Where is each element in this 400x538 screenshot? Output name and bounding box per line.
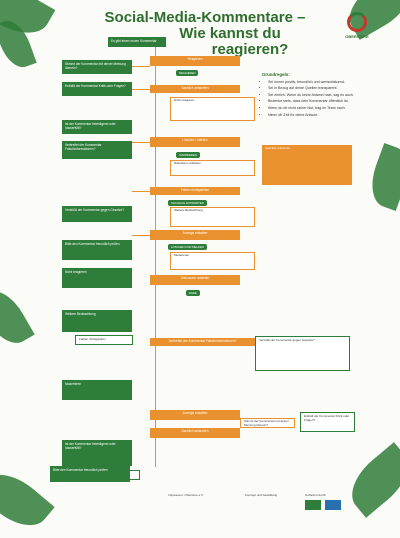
rules-banner: Sachlich antworten [262,145,352,185]
leaf-decoration [340,442,400,518]
info-text-5: Fakten richtigstellen [79,337,106,341]
question-text-9: Moderieren [65,382,82,386]
question-node-4: Verbreitet der Kommentar Falschinformati… [62,141,132,159]
connector-line [132,89,150,90]
info-text-4: Moderieren [174,253,190,257]
leaf-decoration [363,142,400,212]
info-box-8: Enthält der Kommentar Kritik oder Fragen… [300,412,355,432]
decision-yes-8: Anzeige erstatten [182,411,208,415]
decision-yes-7: Verbreitet der Kommentar Falschinformati… [168,339,237,343]
question-node-8: Weitere Beobachtung [62,310,132,332]
question-node-10: Ist der Kommentar beleidigend oder hasse… [62,440,132,466]
question-text-2: Enthält der Kommentar Kritik oder Fragen… [65,84,126,88]
leaf-decoration [0,282,35,352]
rules-title: Grundregeln: [262,72,290,77]
info-box-3: Weitere Beobachtung [170,207,255,227]
info-box-1: Nicht reagieren [170,97,255,121]
info-box-6: Verstößt der Kommentar gegen Gesetze? [255,336,350,371]
question-text-10: Ist der Kommentar beleidigend oder hasse… [65,442,116,450]
connector-line [240,342,255,343]
decision-yes-2: Sachlich antworten [181,86,209,90]
page-title: Social-Media-Kommentare – Wie kannst du … [100,10,310,58]
start-label: Es gibt einen neuen Kommentar [111,39,157,43]
decision-node-6: Diskussion anbieten [150,275,240,285]
info-text-8: Enthält der Kommentar Kritik oder Fragen… [304,414,350,422]
rule-item: Bedenke stets, dass dein Kommentar öffen… [268,99,374,104]
decision-node-7: Verbreitet der Kommentar Falschinformati… [150,338,255,346]
info-text-6: Verstößt der Kommentar gegen Gesetze? [259,338,315,342]
decision-node-3: Löschen / melden [150,137,240,147]
label-loeschen: LÖSCHEN UND MELDEN [168,244,207,250]
question-node-3: Ist der Kommentar beleidigend oder hasse… [62,120,132,134]
decision-yes-1: Reagieren [187,57,203,61]
rule-item: Nimm dir Zeit für deine Antwort. [268,113,374,118]
question-text-5: Verstößt der Kommentar gegen Gesetze? [65,208,124,212]
connector-line [132,66,150,67]
decision-yes-3: Löschen / melden [182,138,208,142]
title-line-1: Social-Media-Kommentare – [104,9,306,26]
sponsor-logo [305,500,321,510]
leaf-decoration [0,462,55,538]
info-text-1: Nicht reagieren [174,98,195,102]
rule-item: Sei in Bezug auf deine Quellen transpare… [268,86,374,91]
decision-node-2: Sachlich antworten [150,85,240,93]
question-text-7: Nicht reagieren [65,270,87,274]
rules-list: Sei immer positiv, freundlich und wertsc… [262,80,374,118]
info-box-5: Fakten richtigstellen [75,335,133,345]
start-node: Es gibt einen neuen Kommentar [108,37,166,47]
info-box-4: Moderieren [170,252,255,270]
footer-col-3: Gefördert durch [305,493,327,497]
info-box-7: Stimmt der Kommentar mit deiner Meinung … [240,418,295,428]
connector-line [132,191,150,192]
label-ende: ENDE [186,290,200,296]
question-text-1: Stimmt der Kommentar mit deiner Meinung … [65,62,126,70]
decision-node-1: Reagieren [150,56,240,66]
question-node-1: Stimmt der Kommentar mit deiner Meinung … [62,60,132,74]
question-node-9: Moderieren [62,380,132,400]
question-node-7: Nicht reagieren [62,268,132,288]
question-text-11: Bitte den Kommentar freundlich prüfen [53,468,108,472]
question-node-6: Bitte den Kommentar freundlich prüfen [62,240,132,260]
rule-item: Sei immer positiv, freundlich und wertsc… [268,80,374,85]
label-sachlich: SACHLICH ANTWORTEN [168,200,207,206]
footer-col-1: Impressum: Oberviere e.V. [168,493,204,497]
rule-item: Wenn du dir nicht sicher bist, frag im T… [268,106,374,111]
footer-col-2: Konzept und Gestaltung [245,493,278,497]
question-text-6: Bitte den Kommentar freundlich prüfen [65,242,120,246]
logo-icon [347,12,367,32]
rules-banner-text: Sachlich antworten [265,146,291,150]
rule-item: Sei ehrlich: Wenn du keine Antwort hast,… [268,93,374,98]
logo-text: OBERVIERE [345,34,369,39]
question-text-4: Verbreitet der Kommentar Falschinformati… [65,143,102,151]
decision-yes-9: Sachlich antworten [181,429,209,433]
decision-yes-4: Fakten richtigstellen [180,188,210,192]
flow-line-main [155,47,156,467]
decision-node-8: Anzeige erstatten [150,410,240,420]
info-text-3: Weitere Beobachtung [174,208,203,212]
info-box-2: Diskussion anbieten [170,160,255,176]
decision-yes-6: Diskussion anbieten [180,276,210,280]
label-ignorieren: IGNORIEREN [176,152,200,158]
title-line-2: Wie kannst du [179,25,281,42]
title-line-3: reagieren? [211,41,289,58]
question-node-11: Bitte den Kommentar freundlich prüfen [50,466,130,482]
decision-node-4: Fakten richtigstellen [150,187,240,195]
info-text-7: Stimmt der Kommentar mit deiner Meinung … [244,419,289,427]
question-node-2: Enthält der Kommentar Kritik oder Fragen… [62,82,132,96]
info-text-2: Diskussion anbieten [174,161,201,165]
connector-line [132,235,150,236]
decision-node-5: Anzeige erstatten [150,230,240,240]
connector-line [132,142,150,143]
sponsor-logo [325,500,341,510]
logo: OBERVIERE [332,12,382,39]
question-text-8: Weitere Beobachtung [65,312,96,316]
decision-node-9: Sachlich antworten [150,428,240,438]
rules-panel: Grundregeln: Sei immer positiv, freundli… [262,72,374,119]
decision-yes-5: Anzeige erstatten [182,231,208,235]
question-node-5: Verstößt der Kommentar gegen Gesetze? [62,206,132,222]
label-reagieren: REAGIEREN [176,70,199,76]
question-text-3: Ist der Kommentar beleidigend oder hasse… [65,122,116,130]
